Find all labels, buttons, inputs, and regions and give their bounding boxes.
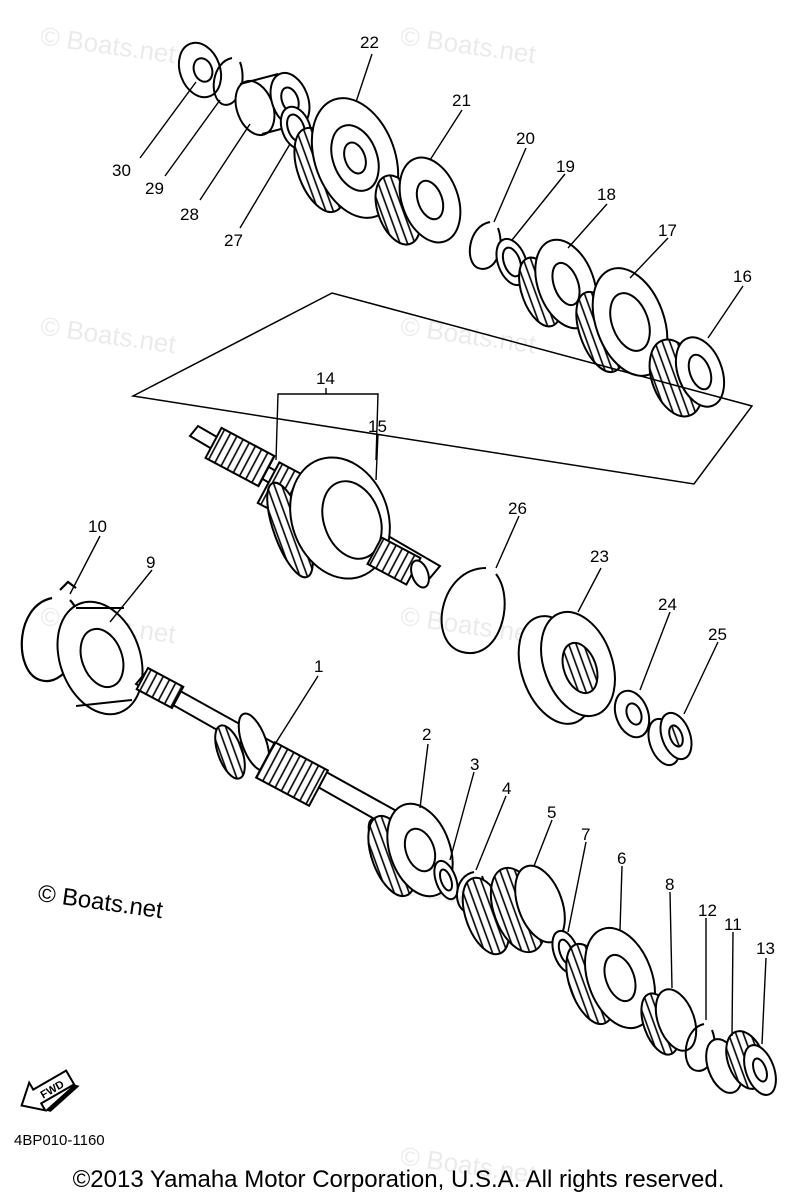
callout-7: 7 bbox=[581, 825, 591, 844]
callout-4: 4 bbox=[502, 779, 512, 798]
part-26-circlip bbox=[440, 567, 506, 655]
callout-26: 26 bbox=[508, 499, 527, 518]
part-29-circlip bbox=[212, 57, 244, 106]
part-21-gear bbox=[374, 156, 462, 246]
callout-6: 6 bbox=[617, 849, 627, 868]
callout-15: 15 bbox=[368, 417, 387, 436]
copyright-notice: ©2013 Yamaha Motor Corporation, U.S.A. A… bbox=[72, 1166, 725, 1193]
callout-16: 16 bbox=[733, 267, 752, 286]
part-30-bearing bbox=[177, 41, 223, 99]
callout-27: 27 bbox=[224, 231, 243, 250]
diagram-part-code: 4BP010-1160 bbox=[14, 1132, 105, 1149]
callout-9: 9 bbox=[146, 553, 156, 572]
part-25-nut bbox=[647, 711, 693, 767]
callout-17: 17 bbox=[658, 221, 677, 240]
callout-13: 13 bbox=[756, 939, 775, 958]
part-3-washer bbox=[433, 859, 459, 901]
callout-24: 24 bbox=[658, 595, 677, 614]
callout-18: 18 bbox=[597, 185, 616, 204]
callout-14: 14 bbox=[316, 369, 335, 388]
callout-12: 12 bbox=[698, 901, 717, 920]
part-24-lock-washer bbox=[613, 689, 651, 739]
callout-2: 2 bbox=[422, 725, 432, 744]
callout-10: 10 bbox=[88, 517, 107, 536]
fwd-arrow-icon: FWD bbox=[20, 1069, 80, 1112]
callout-20: 20 bbox=[516, 129, 535, 148]
part-23-sprocket bbox=[517, 610, 616, 725]
callout-22: 22 bbox=[360, 33, 379, 52]
callout-23: 23 bbox=[590, 547, 609, 566]
callout-8: 8 bbox=[665, 875, 675, 894]
assembly-outline bbox=[130, 292, 754, 485]
callout-5: 5 bbox=[547, 803, 557, 822]
callout-25: 25 bbox=[708, 625, 727, 644]
part-14-main-axle bbox=[188, 424, 442, 589]
part-9-bearing bbox=[56, 600, 144, 716]
callout-30: 30 bbox=[112, 161, 131, 180]
part-17-gear bbox=[575, 267, 669, 377]
callout-29: 29 bbox=[145, 179, 164, 198]
callout-21: 21 bbox=[452, 91, 471, 110]
part-6-gear bbox=[565, 926, 656, 1030]
callout-3: 3 bbox=[470, 755, 480, 774]
leader-lines bbox=[69, 53, 767, 1045]
callout-28: 28 bbox=[180, 205, 199, 224]
part-13-collar bbox=[743, 1044, 777, 1096]
callout-11: 11 bbox=[724, 915, 742, 934]
part-8-gear bbox=[640, 988, 698, 1056]
part-20-circlip bbox=[469, 221, 502, 270]
callout-19: 19 bbox=[556, 157, 575, 176]
callout-1: 1 bbox=[314, 657, 324, 676]
